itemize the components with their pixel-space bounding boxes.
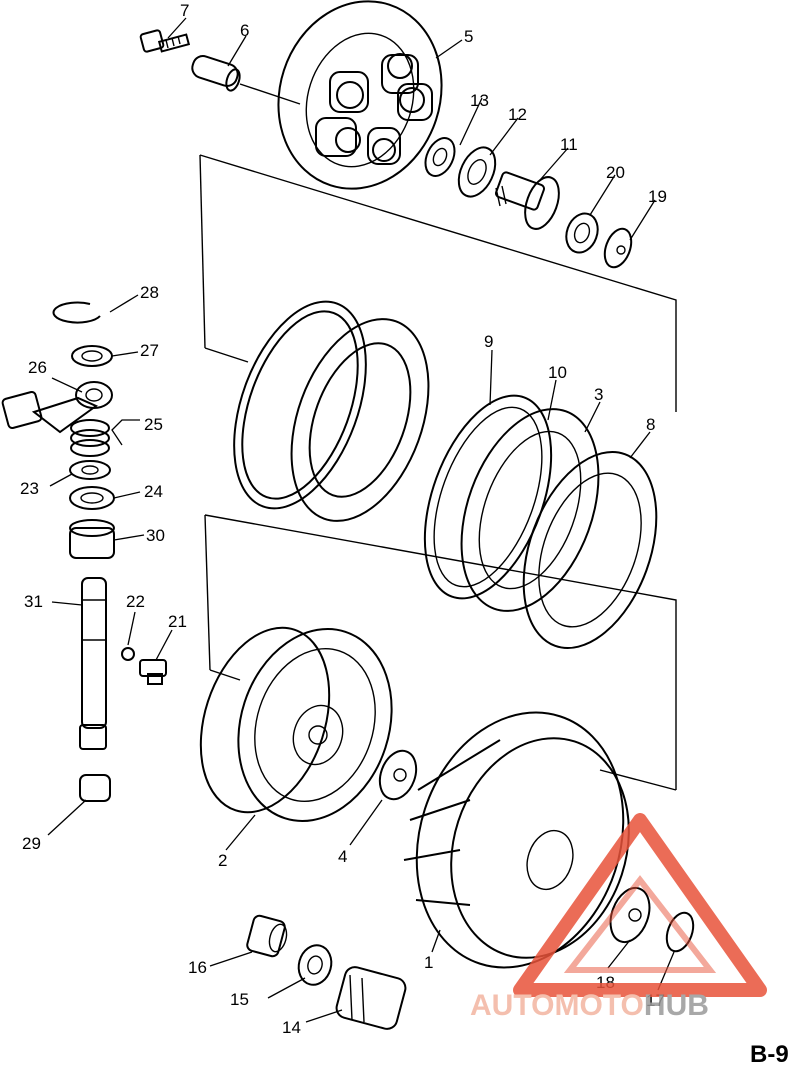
part-label-4: 4 bbox=[338, 847, 347, 866]
washers-17-18-drawing bbox=[609, 886, 695, 953]
watermark-logo: AUTOMOTOHUB bbox=[470, 813, 767, 1022]
lock-washer-19-drawing bbox=[603, 227, 633, 269]
part-label-21: 21 bbox=[168, 612, 187, 631]
watermark-text: AUTOMOTOHUB bbox=[470, 989, 709, 1022]
part-label-14: 14 bbox=[282, 1018, 301, 1037]
part-label-30: 30 bbox=[146, 526, 165, 545]
pressure-plate-drawing bbox=[277, 0, 443, 190]
part-labels: 7 6 5 13 12 11 20 19 28 27 26 25 23 24 3… bbox=[20, 1, 667, 1037]
part-label-24: 24 bbox=[144, 482, 163, 501]
gears-14-16-drawing bbox=[246, 914, 407, 1030]
part-label-3: 3 bbox=[594, 385, 603, 404]
part-label-12: 12 bbox=[508, 105, 527, 124]
part-label-7: 7 bbox=[180, 1, 189, 20]
part-label-13: 13 bbox=[470, 91, 489, 110]
clutch-boss-2-drawing bbox=[199, 626, 393, 822]
part-label-26: 26 bbox=[28, 358, 47, 377]
bearing-12-drawing bbox=[457, 146, 497, 198]
part-label-10: 10 bbox=[548, 363, 567, 382]
collar-6-drawing bbox=[191, 55, 301, 105]
part-label-31: 31 bbox=[24, 592, 43, 611]
page-id: B-9 bbox=[750, 1041, 789, 1068]
part-label-11: 11 bbox=[560, 135, 578, 154]
watermark-text-part2: HUB bbox=[644, 989, 709, 1022]
leader-lines bbox=[47, 17, 675, 1023]
part-label-20: 20 bbox=[606, 163, 625, 182]
part-label-29: 29 bbox=[22, 834, 41, 853]
shaft-assembly-drawing bbox=[1, 301, 115, 802]
part-label-28: 28 bbox=[140, 283, 159, 302]
part-label-5: 5 bbox=[464, 27, 473, 46]
washer-13-drawing bbox=[424, 137, 456, 177]
washer-4-drawing bbox=[378, 749, 418, 801]
part-label-22: 22 bbox=[126, 592, 145, 611]
watermark-text-part1: AUTOMOTO bbox=[470, 989, 644, 1022]
part-label-8: 8 bbox=[646, 415, 655, 434]
part-label-23: 23 bbox=[20, 479, 39, 498]
bolt-7-drawing bbox=[139, 29, 191, 53]
clutch-plates-drawing bbox=[233, 300, 658, 650]
part-label-19: 19 bbox=[648, 187, 667, 206]
part-label-25: 25 bbox=[144, 415, 163, 434]
part-label-1: 1 bbox=[424, 953, 433, 972]
part-label-6: 6 bbox=[240, 21, 249, 40]
part-label-15: 15 bbox=[230, 990, 249, 1009]
part-label-27: 27 bbox=[140, 341, 159, 360]
clutch-housing-1-drawing bbox=[403, 711, 630, 969]
part-label-9: 9 bbox=[484, 332, 493, 351]
part-label-2: 2 bbox=[218, 851, 227, 870]
bolt-21-washer-22-drawing bbox=[121, 647, 167, 685]
assembly-outline bbox=[199, 154, 677, 791]
part-label-16: 16 bbox=[188, 958, 207, 977]
push-rod-11-drawing bbox=[495, 171, 560, 230]
nut-20-drawing bbox=[565, 212, 599, 254]
